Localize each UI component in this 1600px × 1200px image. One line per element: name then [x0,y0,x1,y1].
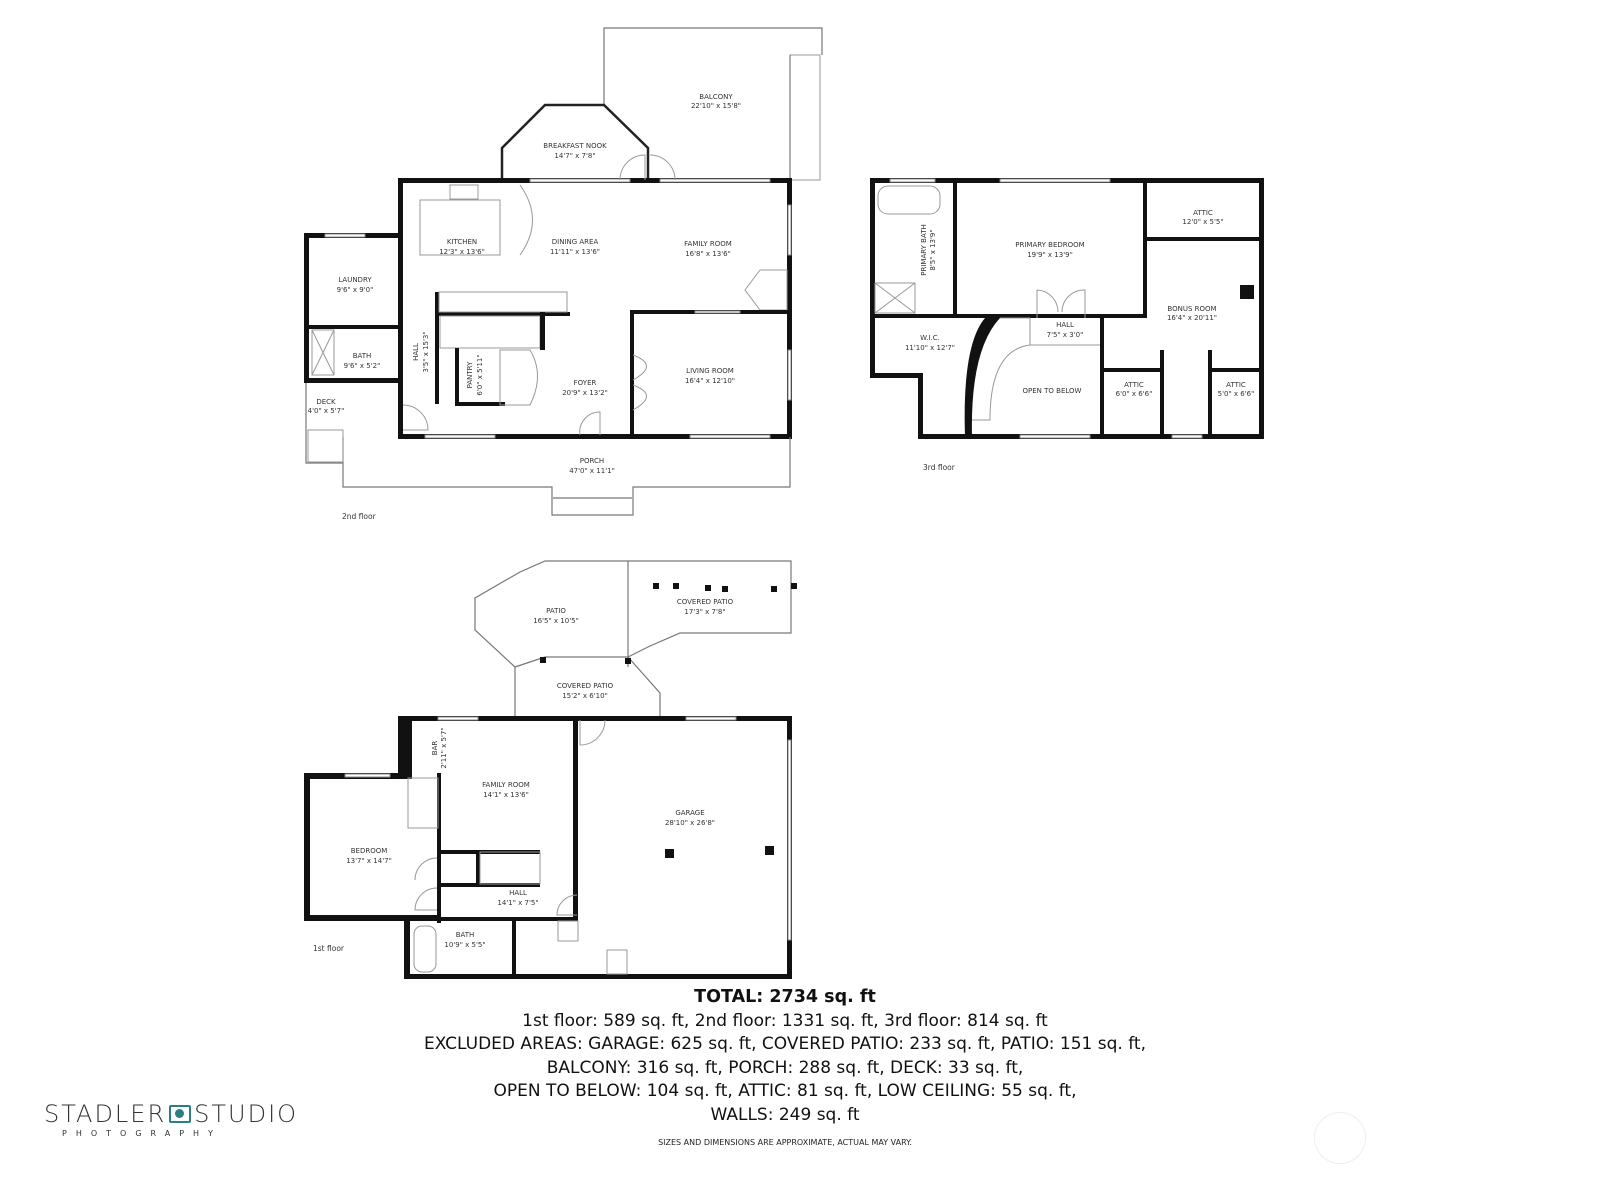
room-dims: 11'10" x 12'7" [905,344,955,352]
room-dims: 5'0" x 6'6" [1218,390,1255,398]
room-dims: 2'11" x 5'7" [440,727,448,768]
room-name: BAR [431,741,439,756]
summary-line: BALCONY: 316 sq. ft, PORCH: 288 sq. ft, … [546,1057,1024,1078]
room-dims: 7'5" x 3'0" [1047,331,1084,339]
room-name: FAMILY ROOM [482,781,530,789]
floor-label: 1st floor [313,944,345,953]
room-name: PORCH [580,457,604,465]
area-summary: TOTAL: 2734 sq. ft 1st floor: 589 sq. ft… [385,986,1185,1127]
logo-text-left: STADLER [44,1100,167,1128]
room-dims: 19'9" x 13'9" [1027,251,1073,259]
room-name: GARAGE [675,809,704,817]
room-name: LIVING ROOM [686,367,734,375]
room-name: ATTIC [1226,381,1246,389]
room-name: BEDROOM [351,847,388,855]
room-dims: 20'9" x 13'2" [562,389,608,397]
summary-line: WALLS: 249 sq. ft [710,1104,860,1125]
room-name: ATTIC [1124,381,1144,389]
room-name: COVERED PATIO [557,682,614,690]
room-name: FOYER [574,379,597,387]
summary-line: EXCLUDED AREAS: GARAGE: 625 sq. ft, COVE… [424,1034,1146,1054]
room-name: PRIMARY BEDROOM [1015,241,1084,249]
room-name: BATH [456,931,475,939]
room-dims: 6'0" x 5'11" [476,354,484,395]
summary-line: 1st floor: 589 sq. ft, 2nd floor: 1331 s… [522,1010,1048,1031]
room-name: BATH [353,352,372,360]
room-dims: 14'1" x 13'6" [483,791,529,799]
room-dims: 14'1" x 7'5" [497,899,538,907]
room-name: BONUS ROOM [1167,305,1216,313]
room-dims: 47'0" x 11'1" [569,467,615,475]
room-name: DINING AREA [552,238,599,246]
floor-label: 2nd floor [342,512,377,521]
room-dims: 9'6" x 9'0" [337,286,374,294]
total-area: TOTAL: 2734 sq. ft [694,987,876,1007]
summary-line: OPEN TO BELOW: 104 sq. ft, ATTIC: 81 sq.… [493,1081,1077,1101]
room-dims: 22'10" x 15'8" [691,102,741,110]
room-name: COVERED PATIO [677,598,734,606]
room-name: ATTIC [1193,209,1213,217]
room-name: HALL [1056,321,1074,329]
room-dims: 8'5" x 13'9" [929,229,937,270]
room-labels-third-floor: PRIMARY BATH 8'5" x 13'9" PRIMARY BEDROO… [905,209,1254,472]
watermark-seal [1314,1112,1366,1164]
room-name: BREAKFAST NOOK [543,142,607,150]
room-labels-first-floor: PATIO 16'5" x 10'5" COVERED PATIO 17'3" … [313,598,734,953]
room-name: KITCHEN [447,238,477,246]
room-name: BALCONY [699,93,733,101]
room-dims: 13'7" x 14'7" [346,857,392,865]
room-dims: 16'4" x 12'10" [685,377,735,385]
disclaimer: SIZES AND DIMENSIONS ARE APPROXIMATE, AC… [658,1138,912,1147]
camera-icon [169,1105,192,1123]
room-name: LAUNDRY [338,276,372,284]
logo-text-right: STUDIO [194,1100,299,1128]
room-name: HALL [509,889,527,897]
room-dims: 10'9" x 5'5" [444,941,485,949]
room-name: PRIMARY BATH [920,224,928,275]
first-floor-plan [304,560,797,979]
room-dims: 3'5" x 15'3" [422,331,430,372]
room-dims: 11'11" x 13'6" [550,248,600,256]
room-name: W.I.C. [920,334,940,342]
second-floor-plan [304,27,823,516]
room-name: OPEN TO BELOW [1023,387,1082,395]
room-dims: 12'3" x 13'6" [439,248,485,256]
exterior-stairs [789,54,821,181]
room-dims: 28'10" x 26'8" [665,819,715,827]
third-floor-plan [870,178,1264,439]
room-dims: 14'7" x 7'8" [554,152,595,160]
room-dims: 16'5" x 10'5" [533,617,579,625]
room-name: HALL [412,343,420,361]
room-dims: 17'3" x 7'8" [684,608,725,616]
room-name: FAMILY ROOM [684,240,732,248]
room-dims: 4'0" x 5'7" [308,407,345,415]
room-labels-second-floor: BALCONY 22'10" x 15'8" BREAKFAST NOOK 14… [308,93,741,521]
room-dims: 16'4" x 20'11" [1167,314,1217,322]
room-name: DECK [316,398,336,406]
room-dims: 9'6" x 5'2" [344,362,381,370]
room-name: PANTRY [466,361,474,388]
studio-logo: STADLER STUDIO PHOTOGRAPHY [44,1100,298,1138]
room-dims: 12'0" x 5'5" [1182,218,1223,226]
room-dims: 6'0" x 6'6" [1116,390,1153,398]
room-dims: 16'8" x 13'6" [685,250,731,258]
room-name: PATIO [546,607,566,615]
logo-subtitle: PHOTOGRAPHY [62,1129,222,1138]
room-dims: 15'2" x 6'10" [562,692,608,700]
floor-label: 3rd floor [923,463,956,472]
